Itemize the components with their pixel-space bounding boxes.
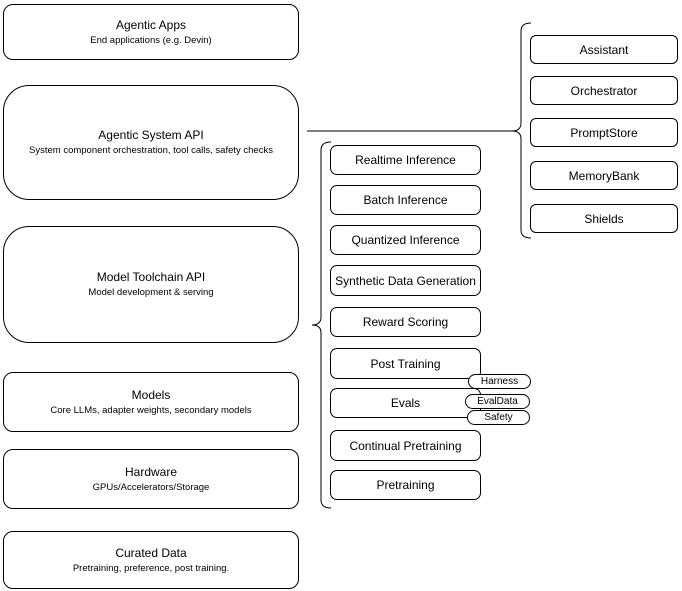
component-label: Assistant [579, 42, 629, 57]
box-subtitle: System component orchestration, tool cal… [29, 145, 273, 156]
toolchain-item-label: Evals [390, 396, 421, 410]
toolchain-item-label: Realtime Inference [355, 153, 456, 167]
component-label: MemoryBank [568, 168, 640, 183]
toolchain-item-label: Post Training [370, 356, 441, 371]
box-title: Agentic Apps [115, 17, 187, 32]
box-models: Models Core LLMs, adapter weights, secon… [3, 372, 299, 432]
box-subtitle: Pretraining, preference, post training. [72, 562, 230, 574]
component-label: Orchestrator [570, 83, 638, 98]
component-orchestrator: Orchestrator [530, 76, 678, 105]
eval-tag-safety: Safety [467, 410, 530, 425]
toolchain-item-pretraining: Pretraining [330, 470, 481, 500]
box-subtitle: Core LLMs, adapter weights, secondary mo… [50, 404, 252, 416]
box-curated-data: Curated Data Pretraining, preference, po… [3, 531, 299, 589]
toolchain-item-label: Reward Scoring [362, 315, 449, 329]
components-brace [511, 22, 532, 239]
toolchain-item-quantized-inference: Quantized Inference [330, 225, 481, 255]
box-subtitle: GPUs/Accelerators/Storage [92, 481, 210, 493]
box-title: Model Toolchain API [96, 270, 206, 284]
component-label: Shields [584, 211, 624, 226]
component-assistant: Assistant [530, 35, 678, 64]
toolchain-item-label: Batch Inference [363, 193, 448, 207]
toolchain-item-label: Quantized Inference [351, 233, 460, 247]
toolchain-item-label: Synthetic Data Generation [335, 273, 476, 288]
toolchain-brace [311, 141, 332, 509]
eval-tag-label: Harness [480, 375, 519, 387]
eval-tag-harness: Harness [468, 374, 531, 389]
box-title: Agentic System API [98, 128, 204, 142]
toolchain-item-evals: Evals [330, 388, 481, 418]
box-model-toolchain-api: Model Toolchain API Model development & … [3, 226, 299, 343]
toolchain-item-continual-pretraining: Continual Pretraining [330, 430, 481, 461]
toolchain-item-realtime-inference: Realtime Inference [330, 145, 481, 175]
component-promptstore: PromptStore [530, 118, 678, 147]
toolchain-item-synthetic-data-generation: Synthetic Data Generation [330, 265, 481, 296]
box-hardware: Hardware GPUs/Accelerators/Storage [3, 449, 299, 509]
box-subtitle: Model development & serving [88, 287, 214, 298]
eval-tag-evaldata: EvalData [465, 394, 530, 409]
toolchain-item-post-training: Post Training [330, 348, 481, 379]
box-title: Hardware [124, 464, 178, 479]
box-title: Models [131, 387, 171, 402]
toolchain-item-label: Pretraining [376, 478, 435, 492]
component-memorybank: MemoryBank [530, 161, 678, 190]
eval-tag-label: Safety [484, 411, 513, 423]
component-label: PromptStore [570, 125, 638, 140]
toolchain-item-reward-scoring: Reward Scoring [330, 307, 481, 337]
eval-tag-label: EvalData [477, 395, 518, 407]
component-shields: Shields [530, 204, 678, 233]
toolchain-item-batch-inference: Batch Inference [330, 185, 481, 215]
box-subtitle: End applications (e.g. Devin) [90, 34, 212, 46]
box-agentic-apps: Agentic Apps End applications (e.g. Devi… [3, 4, 299, 60]
box-agentic-system-api: Agentic System API System component orch… [3, 85, 299, 200]
toolchain-item-label: Continual Pretraining [349, 438, 462, 453]
box-title: Curated Data [115, 545, 187, 560]
